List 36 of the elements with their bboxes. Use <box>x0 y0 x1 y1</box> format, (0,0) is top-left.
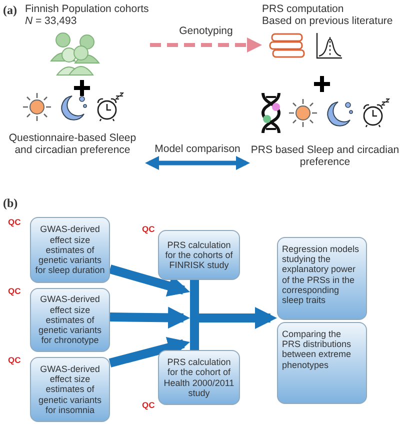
caption-text: Based on previous literature <box>262 15 394 27</box>
process-box <box>158 350 240 405</box>
edge-label: Genotyping <box>177 25 235 37</box>
step-text: GWAS-derived effect size estimates of genetic variants for sleep duration <box>35 224 105 276</box>
arrow <box>108 264 190 297</box>
step-text: GWAS-derived effect size estimates of genetic variants for chronotype <box>37 294 103 346</box>
process-box <box>158 230 240 280</box>
qc-label: QC <box>8 286 21 296</box>
process-box <box>30 217 110 283</box>
arrow <box>199 307 277 329</box>
process-box <box>30 288 110 352</box>
process-box <box>277 237 367 320</box>
connector-bar <box>190 280 199 350</box>
arrow <box>145 156 250 170</box>
caption-text: Questionnaire-based Sleep and circadian preference <box>8 132 138 156</box>
qc-label: QC <box>142 400 155 410</box>
step-text: PRS calculation for the cohorts of FINRISK study <box>164 240 234 270</box>
arrow <box>110 306 190 329</box>
arrow <box>150 38 262 52</box>
process-box <box>277 322 367 404</box>
qc-label: QC <box>8 355 21 365</box>
process-box <box>30 357 110 422</box>
step-text: Comparing the PRS distributions between extreme phenotypes <box>282 329 352 370</box>
step-text: GWAS-derived effect size estimates of genetic variants for insomnia <box>37 364 103 415</box>
qc-label: QC <box>8 217 21 227</box>
panel-label: (b) <box>3 196 18 211</box>
caption-text: N = 33,493 <box>25 15 78 27</box>
caption-text: PRS computation <box>262 3 345 15</box>
edge-label: Model comparison <box>152 143 242 155</box>
caption-text: Finnish Population cohorts <box>25 3 150 15</box>
arrow <box>108 336 190 368</box>
step-text: PRS calculation for the cohort of Health 2000/2011 study <box>163 357 235 398</box>
qc-label: QC <box>142 224 155 234</box>
step-text: Regression models studying the explanatory power of the PRSs in the corresponding sleep traits <box>282 244 360 306</box>
caption-text: PRS based Sleep and circadian preference <box>250 144 400 168</box>
panel-label: (a) <box>3 3 17 18</box>
